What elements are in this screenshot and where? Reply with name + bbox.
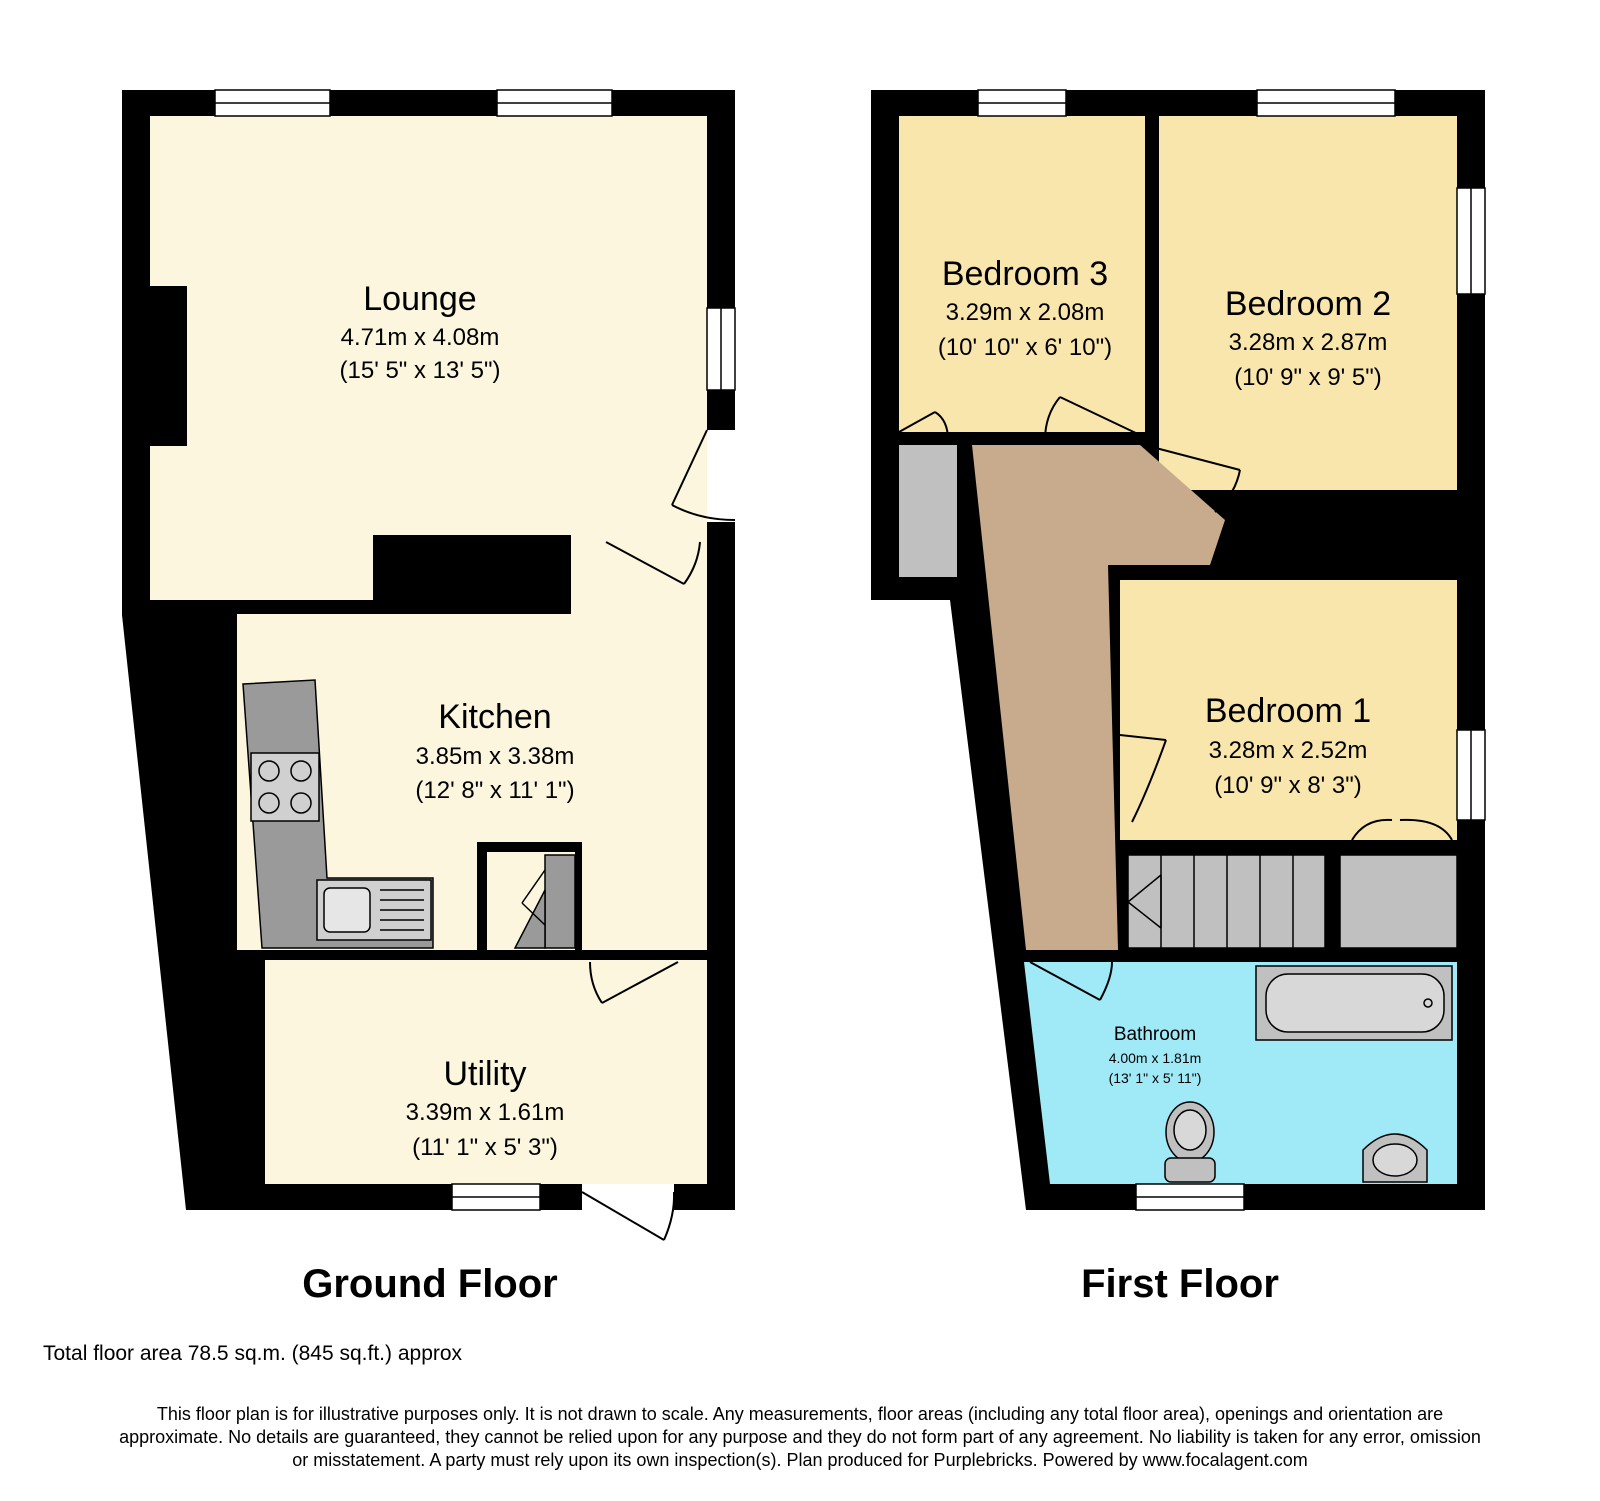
ground-floor-plan: Lounge 4.71m x 4.08m (15' 5" x 13' 5") K…	[122, 89, 736, 1241]
landing-area	[972, 445, 1225, 950]
door-swing	[898, 396, 1453, 1001]
window	[214, 89, 736, 1211]
bedroom-2-name: Bedroom 2	[1225, 285, 1391, 323]
kitchen-metric: 3.85m x 3.38m	[416, 743, 575, 770]
hob-icon	[250, 752, 320, 822]
door-swing	[581, 429, 736, 1241]
bathroom-name: Bathroom	[1114, 1024, 1196, 1045]
basin-icon	[1362, 1133, 1428, 1183]
ground-floor-title: Ground Floor	[302, 1262, 558, 1306]
disclaimer-line: or misstatement. A party must rely upon …	[292, 1450, 1308, 1470]
bathroom-imperial: (13' 1" x 5' 11")	[1109, 1070, 1202, 1086]
total-floor-area: Total floor area 78.5 sq.m. (845 sq.ft.)…	[43, 1342, 463, 1365]
bedroom-3-room	[899, 116, 1145, 432]
kitchen-room	[237, 548, 707, 950]
stairs-icon	[1127, 854, 1326, 949]
bedroom-1-imperial: (10' 9" x 8' 3")	[1214, 772, 1362, 799]
bedroom-2-room	[1159, 116, 1457, 490]
first-floor-title: First Floor	[1081, 1262, 1279, 1306]
floor-plan: Lounge 4.71m x 4.08m (15' 5" x 13' 5") K…	[122, 89, 1486, 1241]
lounge-door-gap	[707, 430, 735, 522]
kitchen-imperial: (12' 8" x 11' 1")	[415, 777, 574, 804]
disclaimer-line: approximate. No details are guaranteed, …	[119, 1427, 1481, 1447]
bathroom-metric: 4.00m x 1.81m	[1109, 1050, 1202, 1066]
lounge-imperial: (15' 5" x 13' 5")	[340, 357, 501, 384]
utility-metric: 3.39m x 1.61m	[406, 1099, 565, 1126]
bedroom-1-metric: 3.28m x 2.52m	[1209, 737, 1368, 764]
cupboard	[899, 445, 957, 577]
bedroom-2-metric: 3.28m x 2.87m	[1229, 329, 1388, 356]
first-floor-plan: Bedroom 3 3.29m x 2.08m (10' 10" x 6' 10…	[871, 89, 1486, 1211]
utility-imperial: (11' 1" x 5' 3")	[412, 1134, 558, 1161]
bedroom-3-metric: 3.29m x 2.08m	[946, 299, 1105, 326]
sink-icon	[316, 879, 432, 941]
bedroom-3-name: Bedroom 3	[942, 255, 1108, 293]
utility-room	[265, 960, 707, 1184]
kitchen-name: Kitchen	[438, 698, 551, 736]
window	[977, 89, 1486, 1211]
bedroom-1-name: Bedroom 1	[1205, 692, 1371, 730]
utility-door-gap	[582, 1184, 674, 1210]
stairs-icon	[477, 842, 582, 950]
bath-icon	[1255, 965, 1453, 1041]
bedroom-1-room	[1120, 580, 1457, 840]
disclaimer-line: This floor plan is for illustrative purp…	[156, 1404, 1444, 1424]
kitchen-utility-wall	[675, 950, 707, 960]
kitchen-utility-wall	[237, 950, 587, 960]
bedroom-3-imperial: (10' 10" x 6' 10")	[938, 334, 1112, 361]
disclaimer: This floor plan is for illustrative purp…	[30, 1403, 1570, 1472]
lounge-name: Lounge	[363, 280, 476, 318]
lounge-room	[150, 116, 707, 600]
airing-cupboard	[1339, 854, 1458, 949]
toilet-icon	[1164, 1101, 1216, 1183]
lounge-metric: 4.71m x 4.08m	[341, 324, 500, 351]
bedroom-2-imperial: (10' 9" x 9' 5")	[1234, 364, 1382, 391]
utility-name: Utility	[443, 1055, 526, 1093]
